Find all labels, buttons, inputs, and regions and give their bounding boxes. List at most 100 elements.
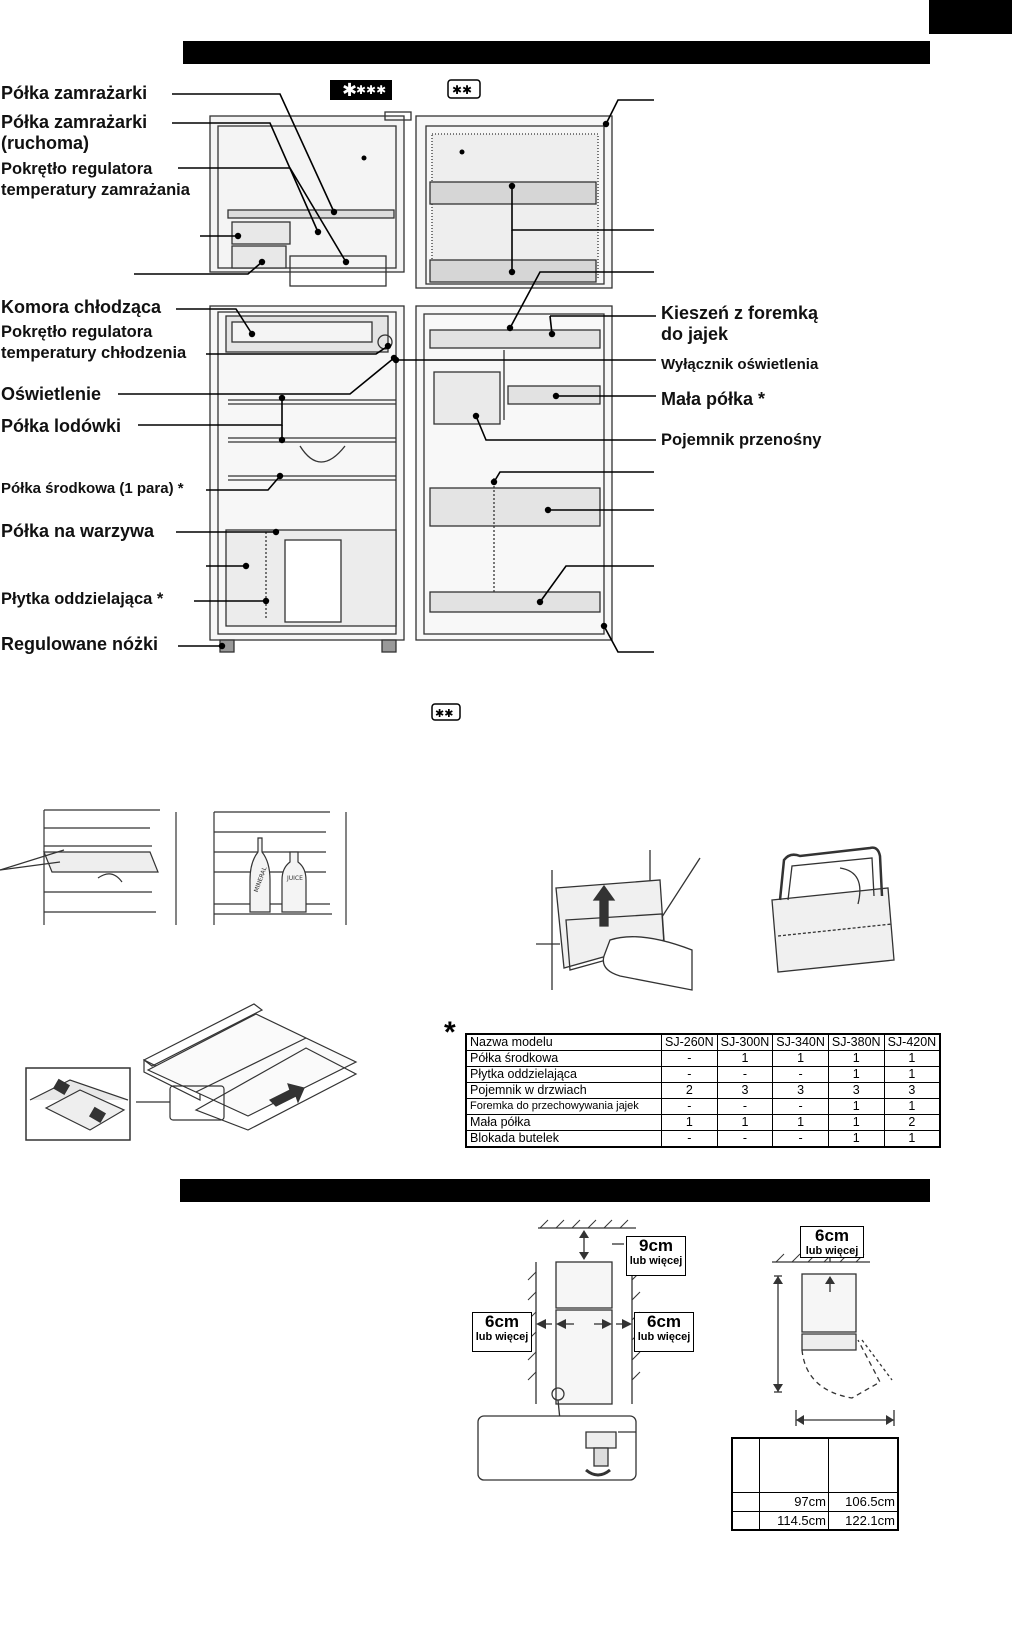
label-vegetable-shelf: Półka na warzywa <box>1 521 155 541</box>
clearance-top-box: 9cm lub więcej <box>626 1236 686 1276</box>
header-cell: SJ-340N <box>772 1033 829 1051</box>
table-cell: 1 <box>883 1050 941 1067</box>
table-cell <box>731 1437 760 1493</box>
table-cell <box>731 1491 760 1512</box>
table-cell: Blokada butelek <box>465 1130 662 1148</box>
table-cell: - <box>661 1050 718 1067</box>
bottle-label-juice: JUICE <box>286 875 303 882</box>
label-fridge-dial-2: temperatury chłodzenia <box>1 344 187 362</box>
header-tab <box>929 0 1012 34</box>
label-egg-pocket-1: Kieszeń z foremką <box>661 303 819 323</box>
label-chiller: Komora chłodząca <box>1 297 162 317</box>
table-cell: 1 <box>827 1050 885 1067</box>
header-cell: Nazwa modelu <box>465 1033 662 1051</box>
table-cell: 97cm <box>759 1491 829 1512</box>
table-cell: 1 <box>827 1066 885 1083</box>
label-freezer-shelf-movable-2: (ruchoma) <box>1 133 90 153</box>
table-row <box>731 1437 899 1493</box>
label-freezer-shelf-movable-1: Półka zamrażarki <box>1 112 148 132</box>
clearance-top-value: 9cm <box>638 1236 674 1255</box>
table-row: Półka środkowa - 1 1 1 1 <box>465 1050 941 1067</box>
svg-text:✱✱: ✱✱ <box>435 707 453 720</box>
clearance-side-value: 6cm <box>814 1226 850 1245</box>
table-cell: 122.1cm <box>828 1510 899 1531</box>
table-cell: 1 <box>883 1130 941 1148</box>
clearance-right-sub: lub więcej <box>637 1331 691 1343</box>
header-cell: SJ-300N <box>716 1033 774 1051</box>
clearance-right-value: 6cm <box>646 1312 682 1331</box>
table-header-row: Nazwa modelu SJ-260N SJ-300N SJ-340N SJ-… <box>465 1033 941 1051</box>
label-fridge-dial-1: Pokrętło regulatora <box>1 323 153 341</box>
table-row: Foremka do przechowywania jajek - - - 1 … <box>465 1098 941 1115</box>
label-divider: Płytka oddzielająca * <box>1 590 164 608</box>
clearance-side-box: 6cm lub więcej <box>800 1226 864 1258</box>
table-cell: - <box>716 1130 774 1148</box>
clearance-top-sub: lub więcej <box>629 1255 683 1267</box>
table-row: 97cm 106.5cm <box>731 1491 899 1512</box>
table-cell: - <box>661 1098 718 1115</box>
table-row: Blokada butelek - - - 1 1 <box>465 1130 941 1148</box>
table-cell: - <box>661 1066 718 1083</box>
table-cell: 1 <box>827 1098 885 1115</box>
header-cell: SJ-260N <box>661 1033 718 1051</box>
table-cell: 1 <box>772 1050 829 1067</box>
label-light-switch: Wyłącznik oświetlenia <box>661 356 819 373</box>
label-light: Oświetlenie <box>1 384 102 404</box>
table-cell: 1 <box>827 1130 885 1148</box>
dimensions-table: 97cm 106.5cm 114.5cm 122.1cm <box>731 1437 899 1531</box>
table-cell: - <box>661 1130 718 1148</box>
clearance-left-sub: lub więcej <box>475 1331 529 1343</box>
label-small-shelf: Mała półka * <box>661 389 766 409</box>
table-cell: - <box>716 1098 774 1115</box>
table-row: Pojemnik w drzwiach 2 3 3 3 3 <box>465 1082 941 1099</box>
section-bar-install <box>180 1179 930 1202</box>
table-cell: 3 <box>883 1082 941 1099</box>
table-cell: 1 <box>883 1098 941 1115</box>
table-cell: Półka środkowa <box>465 1050 662 1067</box>
svg-text:✱✱✱: ✱✱✱ <box>356 83 386 97</box>
table-cell: - <box>716 1066 774 1083</box>
label-feet: Regulowane nóżki <box>1 634 159 654</box>
table-cell: - <box>772 1066 829 1083</box>
header-cell: SJ-420N <box>883 1033 941 1051</box>
table-cell: 3 <box>716 1082 774 1099</box>
table-cell: 106.5cm <box>828 1491 899 1512</box>
label-freezer-dial-2: temperatury zamrażania <box>1 181 190 199</box>
table-cell: Pojemnik w drzwiach <box>465 1082 662 1099</box>
table-cell: Mała półka <box>465 1114 662 1131</box>
table-row: Płytka oddzielająca - - - 1 1 <box>465 1066 941 1083</box>
label-fridge-shelf: Półka lodówki <box>1 416 122 436</box>
label-egg-pocket-2: do jajek <box>661 324 729 344</box>
table-cell: 1 <box>716 1050 774 1067</box>
table-cell: Foremka do przechowywania jajek <box>465 1098 662 1115</box>
clearance-left-box: 6cm lub więcej <box>472 1312 532 1352</box>
table-cell: 1 <box>716 1114 774 1131</box>
table-cell: 2 <box>661 1082 718 1099</box>
table-cell: - <box>772 1130 829 1148</box>
header-cell: SJ-380N <box>827 1033 885 1051</box>
table-cell <box>731 1510 760 1531</box>
svg-text:✱: ✱ <box>342 80 357 101</box>
table-cell: 1 <box>827 1114 885 1131</box>
svg-text:✱✱: ✱✱ <box>452 83 472 97</box>
table-cell: Płytka oddzielająca <box>465 1066 662 1083</box>
table-row: 114.5cm 122.1cm <box>731 1510 899 1531</box>
table-cell: 1 <box>883 1066 941 1083</box>
label-freezer-shelf: Półka zamrażarki <box>1 83 148 103</box>
model-spec-table: Nazwa modelu SJ-260N SJ-300N SJ-340N SJ-… <box>465 1033 942 1148</box>
table-cell: 3 <box>827 1082 885 1099</box>
table-cell: 2 <box>883 1114 941 1131</box>
table-cell: 1 <box>772 1114 829 1131</box>
label-portable-container: Pojemnik przenośny <box>661 431 822 449</box>
clearance-side-sub: lub więcej <box>805 1245 859 1257</box>
clearance-left-value: 6cm <box>484 1312 520 1331</box>
clearance-right-box: 6cm lub więcej <box>634 1312 694 1352</box>
table-row: Mała półka 1 1 1 1 2 <box>465 1114 941 1131</box>
table-cell: 3 <box>772 1082 829 1099</box>
table-asterisk: * <box>444 1016 456 1049</box>
table-cell: 1 <box>661 1114 718 1131</box>
table-cell <box>828 1437 899 1493</box>
table-cell: - <box>772 1098 829 1115</box>
label-freezer-dial-1: Pokrętło regulatora <box>1 160 153 178</box>
